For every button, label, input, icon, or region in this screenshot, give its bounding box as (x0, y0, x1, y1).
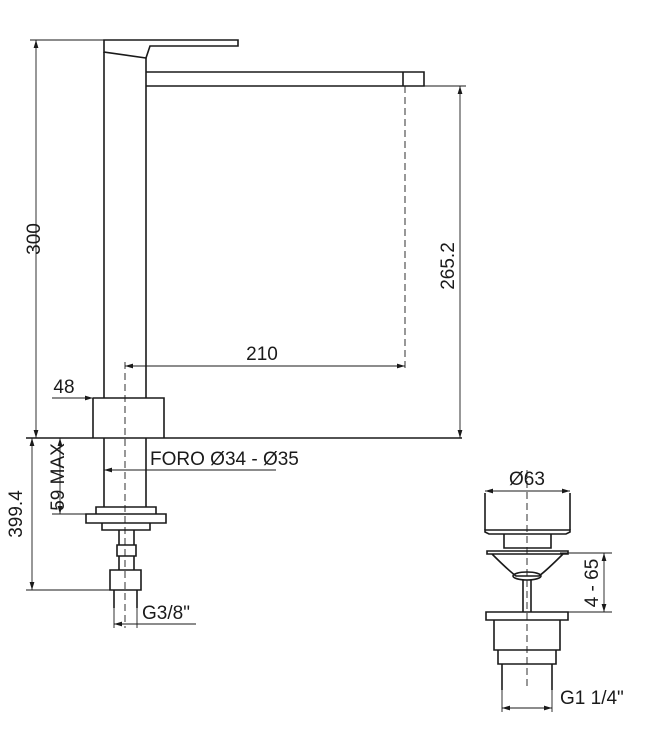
spout (146, 71, 425, 87)
dim-waste-thread: G1 1/4" (560, 688, 624, 709)
dim-spout-height: 265.2 (438, 242, 459, 290)
faucet-dimensions: 300 265.2 210 48 FORO Ø34 - Ø35 59 MAX 3… (6, 39, 466, 628)
plug-flange (486, 550, 569, 577)
dim-inlet-thread: G3/8" (142, 603, 190, 624)
dim-base-diameter: 48 (53, 377, 74, 398)
faucet-body (26, 39, 462, 628)
dim-below-deck: 399.4 (6, 490, 27, 538)
dim-plug-range: 4 - 65 (582, 559, 603, 608)
plug-rod (522, 580, 532, 612)
hose-connector (109, 569, 142, 608)
shank (103, 438, 147, 507)
dim-max-thickness: 59 MAX (48, 443, 69, 511)
plug-neck (503, 534, 552, 549)
base-collar (92, 397, 165, 438)
threaded-stud (116, 530, 137, 570)
dim-hole: FORO Ø34 - Ø35 (150, 449, 299, 470)
dim-plug-diameter: Ø63 (509, 469, 545, 490)
lever-handle (103, 39, 239, 59)
column (103, 52, 147, 398)
waste-body-top (485, 611, 569, 651)
dim-spout-reach: 210 (246, 344, 278, 365)
waste-dimensions: Ø63 4 - 65 G1 1/4" (485, 469, 624, 712)
dim-total-height: 300 (24, 223, 45, 255)
waste-plug (484, 470, 571, 690)
mounting-nut (85, 506, 167, 531)
plug-cap (484, 529, 571, 535)
